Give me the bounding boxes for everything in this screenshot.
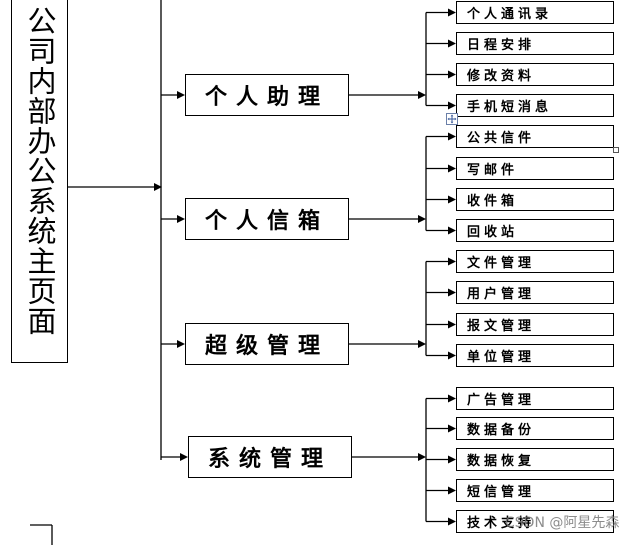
leaf-node: 手机短消息 xyxy=(456,94,614,117)
leaf-label: 收件箱 xyxy=(467,194,519,209)
leaf-node: 收件箱 xyxy=(456,188,614,211)
leaf-label: 数据备份 xyxy=(467,423,536,438)
leaf-label: 单位管理 xyxy=(467,350,536,365)
leaf-label: 报文管理 xyxy=(467,319,536,334)
arrowhead xyxy=(448,288,456,297)
arrowhead xyxy=(418,453,426,461)
arrowhead xyxy=(180,453,188,461)
arrowhead xyxy=(418,215,426,223)
resize-handle-icon[interactable] xyxy=(613,147,619,153)
arrowhead xyxy=(448,70,456,79)
root-label: 公司内部办公系统主页面 xyxy=(23,6,57,336)
module-node-mailbox: 个人信箱 xyxy=(185,198,349,240)
arrowhead xyxy=(448,486,456,495)
arrowhead xyxy=(448,455,456,464)
arrowhead xyxy=(448,164,456,173)
leaf-node: 报文管理 xyxy=(456,313,614,336)
arrowhead xyxy=(448,195,456,204)
arrowhead xyxy=(448,424,456,433)
move-handle-icon[interactable] xyxy=(446,113,458,125)
arrowhead xyxy=(177,215,185,223)
watermark-text: CSDN @阿星先森 xyxy=(505,515,620,531)
arrowhead xyxy=(418,91,426,99)
arrowhead xyxy=(177,340,185,348)
module-node-system: 系统管理 xyxy=(188,436,352,478)
leaf-node: 公共信件 xyxy=(456,125,614,148)
leaf-label: 个人通讯录 xyxy=(467,7,553,22)
leaf-node: 回收站 xyxy=(456,219,614,242)
leaf-label: 公共信件 xyxy=(467,131,536,146)
leaf-node: 广告管理 xyxy=(456,387,614,410)
leaf-node: 日程安排 xyxy=(456,32,614,55)
module-label: 超级管理 xyxy=(204,333,329,359)
module-label: 系统管理 xyxy=(207,446,332,472)
leaf-label: 数据恢复 xyxy=(467,454,536,469)
leaf-label: 用户管理 xyxy=(467,287,536,302)
leaf-node: 写邮件 xyxy=(456,157,614,180)
leaf-label: 短信管理 xyxy=(467,485,536,500)
arrowhead xyxy=(448,101,456,110)
root-node: 公司内部办公系统主页面 xyxy=(11,0,68,363)
module-label: 个人助理 xyxy=(204,84,329,110)
leaf-label: 回收站 xyxy=(467,225,519,240)
arrowhead xyxy=(448,320,456,329)
leaf-label: 日程安排 xyxy=(467,38,536,53)
leaf-label: 手机短消息 xyxy=(467,100,553,115)
arrowhead xyxy=(448,394,456,403)
arrowhead xyxy=(448,257,456,266)
arrowhead xyxy=(154,183,162,191)
leaf-label: 技术支持 xyxy=(467,516,536,531)
leaf-node: 技术支持 xyxy=(456,510,614,533)
arrowhead xyxy=(418,340,426,348)
leaf-label: 文件管理 xyxy=(467,256,536,271)
module-label: 个人信箱 xyxy=(204,208,329,234)
leaf-node: 数据备份 xyxy=(456,417,614,440)
arrowhead xyxy=(448,351,456,360)
leaf-label: 写邮件 xyxy=(467,163,519,178)
arrowhead xyxy=(448,517,456,526)
leaf-node: 修改资料 xyxy=(456,63,614,86)
arrowhead xyxy=(448,132,456,141)
leaf-node: 个人通讯录 xyxy=(456,1,614,24)
leaf-node: 文件管理 xyxy=(456,250,614,273)
module-node-admin: 超级管理 xyxy=(185,323,349,365)
arrowhead xyxy=(448,8,456,17)
leaf-node: 用户管理 xyxy=(456,281,614,304)
arrowhead xyxy=(448,39,456,48)
arrowhead xyxy=(448,226,456,235)
leaf-node: 短信管理 xyxy=(456,479,614,502)
leaf-node: 单位管理 xyxy=(456,344,614,367)
module-node-assistant: 个人助理 xyxy=(185,74,349,116)
leaf-node: 数据恢复 xyxy=(456,448,614,471)
leaf-label: 修改资料 xyxy=(467,69,536,84)
leaf-label: 广告管理 xyxy=(467,393,536,408)
arrowhead xyxy=(177,91,185,99)
